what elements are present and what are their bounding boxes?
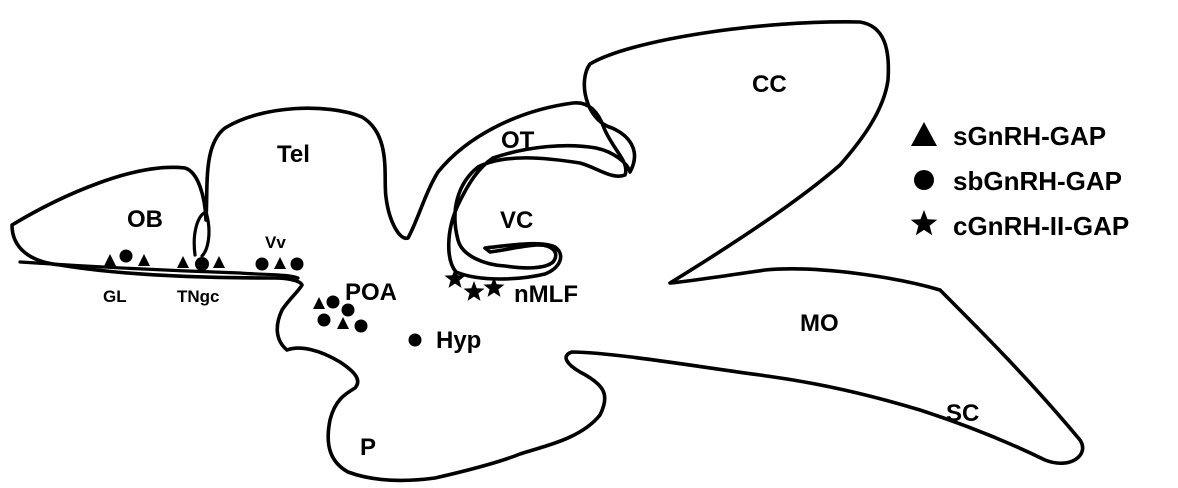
legend-label-sgnrh: sGnRH-GAP	[953, 121, 1106, 151]
triangle-marker	[337, 317, 349, 329]
legend-star-icon	[911, 210, 938, 235]
circle-marker	[327, 296, 340, 309]
circle-marker	[409, 334, 422, 347]
triangle-marker	[138, 254, 150, 266]
nmlf-star-markers	[445, 268, 505, 301]
legend-star-shape	[911, 210, 938, 235]
legend-triangle-icon	[911, 122, 937, 146]
circle-marker	[195, 257, 209, 271]
label-poa: POA	[345, 279, 397, 306]
label-sc: SC	[946, 400, 979, 427]
triangle-marker	[274, 257, 286, 269]
label-vv: Vv	[265, 233, 286, 252]
star-marker	[445, 268, 466, 288]
label-mo: MO	[800, 310, 839, 337]
legend-label-cgnrh: cGnRH-II-GAP	[953, 211, 1129, 241]
circle-marker	[291, 258, 304, 271]
label-cc: CC	[752, 71, 787, 98]
star-marker	[464, 281, 485, 301]
legend: sGnRH-GAP sbGnRH-GAP cGnRH-II-GAP	[911, 121, 1130, 241]
brain-outline	[12, 22, 1083, 481]
label-hyp: Hyp	[436, 327, 481, 354]
label-gl: GL	[103, 287, 127, 306]
label-p: P	[360, 434, 376, 461]
ob-tel-boundary	[194, 212, 209, 256]
circle-marker	[120, 250, 133, 263]
circle-marker	[318, 314, 331, 327]
triangle-marker	[104, 254, 116, 266]
label-vc: VC	[500, 207, 533, 234]
label-ob: OB	[127, 206, 163, 233]
circle-marker	[342, 304, 355, 317]
triangle-marker	[313, 297, 325, 309]
circle-marker	[355, 320, 368, 333]
legend-label-sbgnrh: sbGnRH-GAP	[953, 166, 1122, 196]
legend-circle-icon	[914, 170, 934, 190]
triangle-marker	[213, 256, 225, 268]
circle-marker	[256, 258, 269, 271]
triangle-marker	[177, 256, 189, 268]
label-nmlf: nMLF	[514, 281, 578, 308]
label-ot: OT	[501, 127, 535, 154]
label-tel: Tel	[277, 141, 310, 168]
label-tngc: TNgc	[177, 287, 220, 306]
